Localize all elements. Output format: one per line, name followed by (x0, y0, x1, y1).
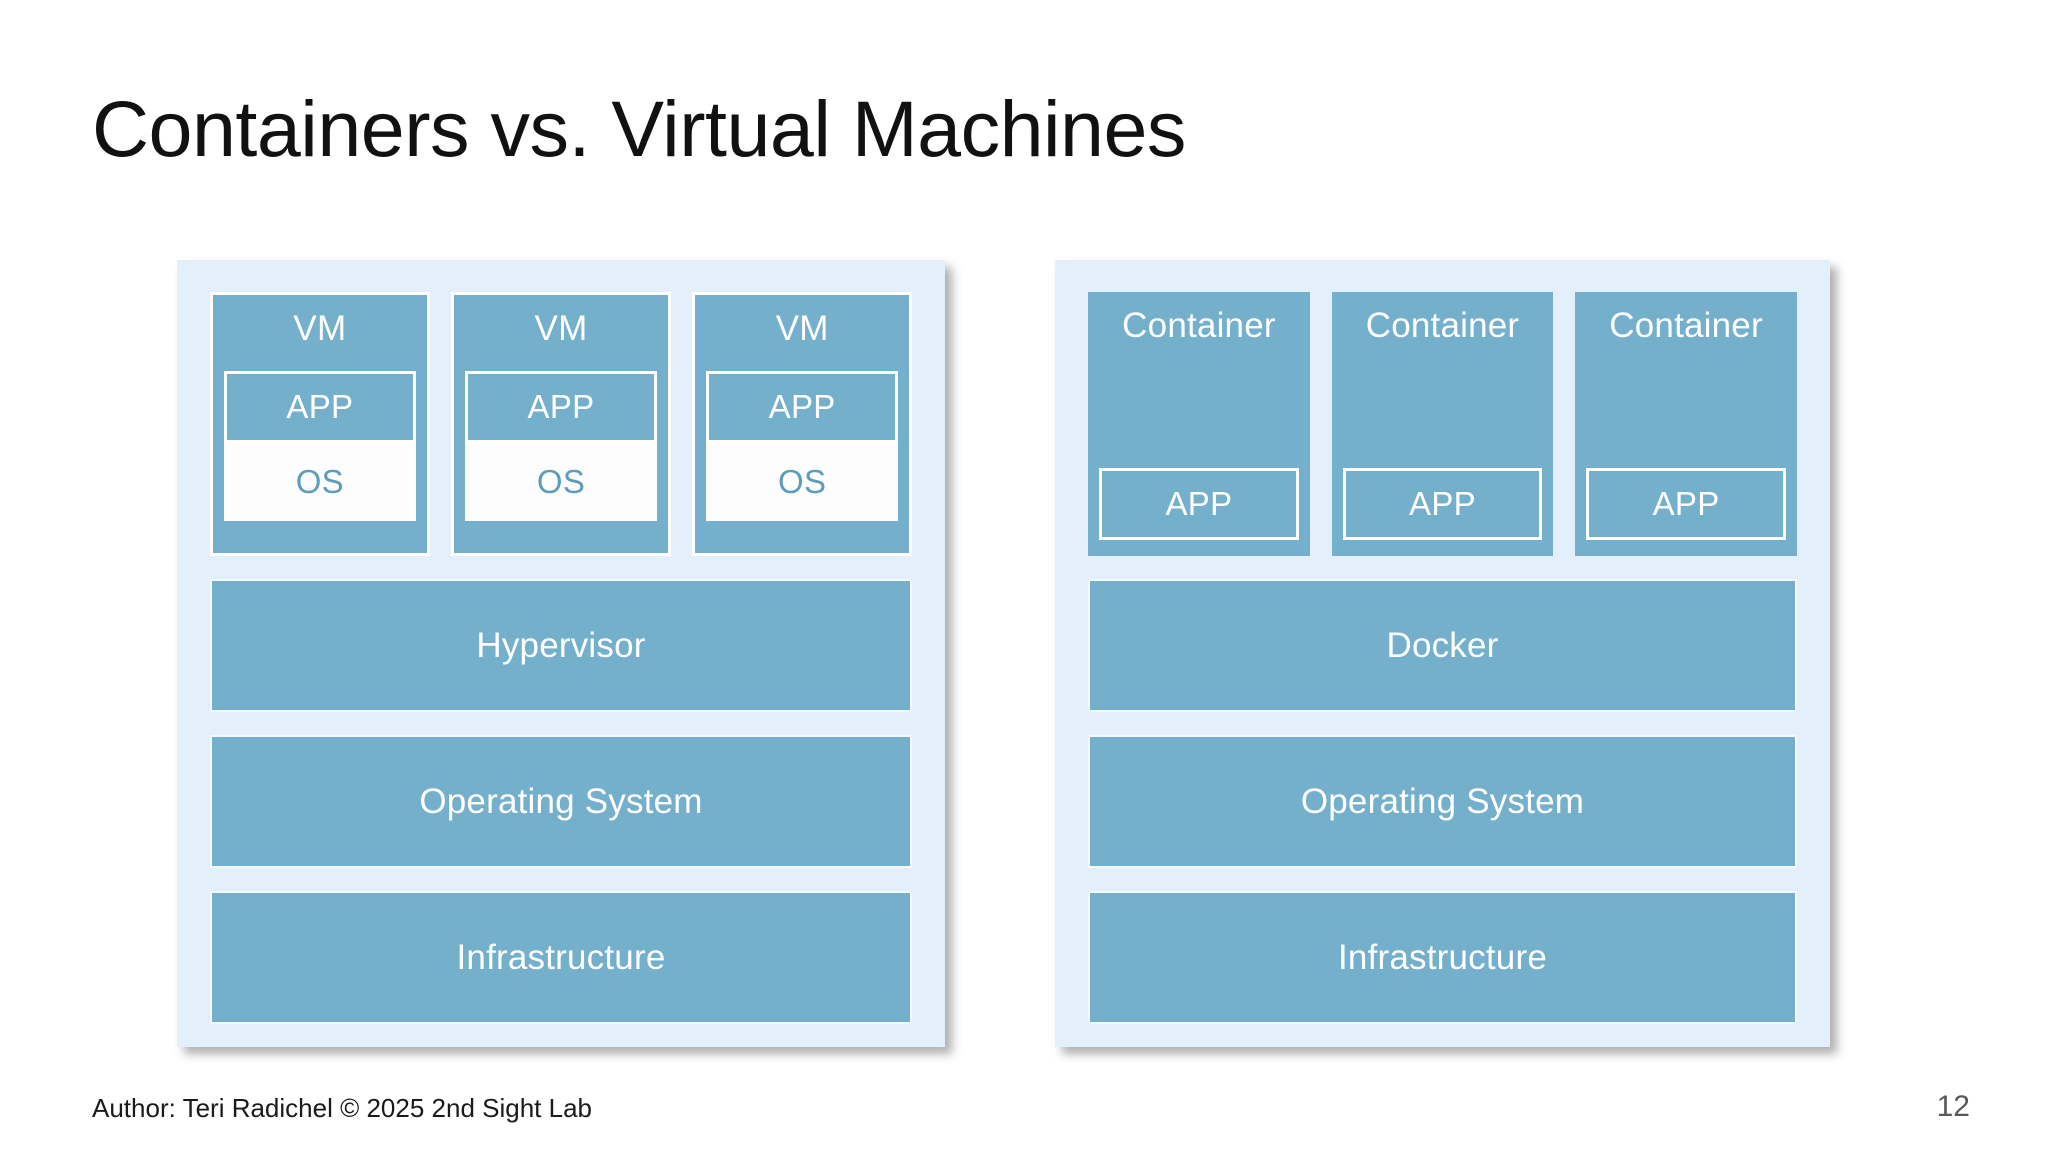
container-box-3[interactable]: Container APP (1575, 292, 1797, 556)
vm-diagram-inner: VM APP OS VM APP OS VM APP OS Hypervisor… (210, 292, 912, 1024)
vm-box-2[interactable]: VM APP OS (451, 292, 671, 556)
vm-box-1-app[interactable]: APP (224, 371, 416, 443)
vm-diagram-panel: VM APP OS VM APP OS VM APP OS Hypervisor… (177, 260, 945, 1047)
container-box-1-app[interactable]: APP (1099, 468, 1299, 540)
vm-box-2-app[interactable]: APP (465, 371, 657, 443)
vm-band-infrastructure[interactable]: Infrastructure (210, 891, 912, 1024)
vm-box-2-label: VM (534, 309, 588, 348)
vm-box-1-os[interactable]: OS (224, 443, 416, 521)
container-box-3-label: Container (1609, 306, 1763, 345)
container-diagram-panel: Container APP Container APP Container AP… (1055, 260, 1830, 1047)
vm-unit-row: VM APP OS VM APP OS VM APP OS (210, 292, 912, 556)
vm-box-2-os[interactable]: OS (465, 443, 657, 521)
container-unit-row: Container APP Container APP Container AP… (1088, 292, 1797, 556)
container-band-operating-system[interactable]: Operating System (1088, 735, 1797, 868)
vm-box-3[interactable]: VM APP OS (692, 292, 912, 556)
container-diagram-inner: Container APP Container APP Container AP… (1088, 292, 1797, 1024)
container-box-2-app[interactable]: APP (1342, 468, 1543, 540)
vm-box-3-os[interactable]: OS (706, 443, 898, 521)
container-band-infrastructure[interactable]: Infrastructure (1088, 891, 1797, 1024)
vm-box-3-label: VM (775, 309, 829, 348)
container-band-docker[interactable]: Docker (1088, 579, 1797, 712)
vm-box-1[interactable]: VM APP OS (210, 292, 430, 556)
vm-band-operating-system[interactable]: Operating System (210, 735, 912, 868)
page-title: Containers vs. Virtual Machines (92, 84, 1186, 173)
footer-author-text: Author: Teri Radichel © 2025 2nd Sight L… (92, 1093, 593, 1123)
vm-box-1-label: VM (293, 309, 347, 348)
container-box-3-app[interactable]: APP (1586, 468, 1786, 540)
container-box-2[interactable]: Container APP (1331, 292, 1554, 556)
container-box-2-label: Container (1365, 306, 1520, 345)
vm-box-3-app[interactable]: APP (706, 371, 898, 443)
page-number: 12 (1936, 1090, 1970, 1123)
vm-band-hypervisor[interactable]: Hypervisor (210, 579, 912, 712)
container-box-1-label: Container (1122, 306, 1276, 345)
container-box-1[interactable]: Container APP (1088, 292, 1310, 556)
